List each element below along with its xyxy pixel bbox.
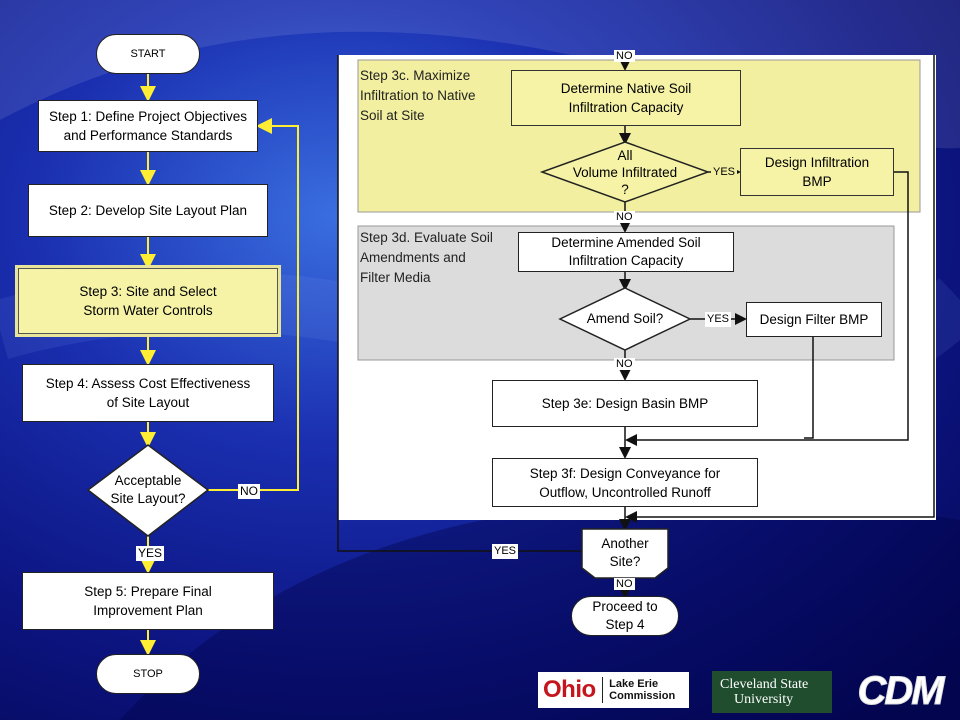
step5-line1: Step 5: Prepare Final: [84, 584, 212, 599]
design-infiltration-box: Design Infiltration BMP: [740, 148, 894, 196]
top-no-label: NO: [614, 50, 635, 62]
step3c-title-line2: Infiltration to Native: [360, 88, 476, 103]
csu-line2: University: [734, 692, 794, 707]
acceptable-layout-text: Acceptable Site Layout?: [88, 462, 208, 518]
step4-line2: of Site Layout: [106, 395, 190, 410]
start-terminal: START: [96, 34, 200, 74]
all-volume-line1: All: [617, 147, 633, 163]
proceed-line1: Proceed to: [592, 599, 658, 614]
design-filter-box: Design Filter BMP: [746, 302, 882, 337]
step3c-title-line3: Soil at Site: [360, 108, 425, 123]
step3c-title-line1: Step 3c. Maximize: [360, 68, 471, 83]
amend-soil-diamond: [558, 287, 692, 351]
yes-filter-label: YES: [705, 312, 732, 327]
determine-native-box: Determine Native Soil Infiltration Capac…: [511, 70, 741, 126]
determine-amended-line2: Infiltration Capacity: [568, 253, 684, 268]
lake-erie-text: Lake Erie Commission: [609, 678, 675, 702]
proceed-terminal: Proceed to Step 4: [571, 596, 679, 636]
step3-line2: Storm Water Controls: [83, 303, 213, 318]
step3f-line1: Step 3f: Design Conveyance for: [529, 465, 721, 481]
all-volume-text: All Volume Infiltrated ?: [555, 144, 695, 200]
cdm-logo: CDM: [846, 666, 954, 716]
determine-amended-line1: Determine Amended Soil: [551, 235, 701, 250]
csu-logo: Cleveland State University: [712, 671, 832, 713]
step3e-box: Step 3e: Design Basin BMP: [492, 380, 758, 427]
no-after-amend-label: NO: [614, 358, 635, 370]
acceptable-layout-diamond: [86, 444, 210, 537]
no-another-site-label: NO: [614, 578, 635, 590]
step1-line1: Step 1: Define Project Objectives: [48, 109, 248, 124]
determine-native-line1: Determine Native Soil: [560, 81, 692, 96]
step4-box: Step 4: Assess Cost Effectiveness of Sit…: [22, 364, 274, 422]
step1-box: Step 1: Define Project Objectives and Pe…: [38, 100, 258, 152]
step3f-line2: Outflow, Uncontrolled Runoff: [539, 484, 711, 500]
step3d-title-line3: Filter Media: [360, 270, 431, 285]
all-volume-diamond: [539, 141, 711, 203]
design-infiltration-line2: BMP: [802, 174, 832, 189]
yes-another-site-label: YES: [492, 544, 519, 559]
lake-erie-line1: Lake Erie: [609, 678, 659, 690]
step4-line1: Step 4: Assess Cost Effectiveness: [45, 376, 251, 391]
csu-line1: Cleveland State: [720, 677, 809, 692]
determine-native-line2: Infiltration Capacity: [568, 100, 684, 115]
step3-line1: Step 3: Site and Select: [79, 284, 217, 299]
cdm-wordmark: CDM: [857, 668, 945, 713]
yes-infiltration-label: YES: [711, 165, 738, 180]
left-no-label: NO: [238, 484, 260, 499]
step3c-title: Step 3c. Maximize Infiltration to Native…: [360, 66, 476, 126]
determine-amended-box: Determine Amended Soil Infiltration Capa…: [518, 232, 734, 272]
decision-line2: Site Layout?: [110, 491, 186, 506]
lake-erie-line2: Commission: [609, 690, 676, 702]
ohio-lake-erie-logo: Ohio Lake Erie Commission: [538, 672, 689, 708]
step3d-title-line1: Step 3d. Evaluate Soil: [360, 230, 493, 245]
decision-line1: Acceptable: [114, 473, 182, 488]
amend-soil-text: Amend Soil?: [586, 311, 664, 326]
design-infiltration-line1: Design Infiltration: [764, 155, 870, 170]
step5-box: Step 5: Prepare Final Improvement Plan: [22, 572, 274, 630]
step1-line2: and Performance Standards: [63, 128, 233, 143]
another-site-line2: Site?: [609, 554, 641, 569]
step3d-title: Step 3d. Evaluate Soil Amendments and Fi…: [360, 228, 493, 288]
ohio-wordmark: Ohio: [543, 676, 596, 703]
no-after-volume-label: NO: [614, 211, 635, 223]
step2-box: Step 2: Develop Site Layout Plan: [28, 184, 268, 237]
step5-line2: Improvement Plan: [93, 603, 203, 618]
another-site-line1: Another: [601, 536, 649, 551]
another-site-shape: [581, 528, 669, 579]
step3d-title-line2: Amendments and: [360, 250, 466, 265]
left-yes-label: YES: [136, 546, 165, 561]
logo-divider: [601, 677, 604, 703]
stop-terminal: STOP: [96, 654, 200, 694]
step3-box: Step 3: Site and Select Storm Water Cont…: [18, 268, 278, 334]
all-volume-line3: ?: [621, 181, 629, 197]
proceed-line2: Step 4: [605, 617, 645, 632]
step3f-box: Step 3f: Design Conveyance for Outflow, …: [492, 458, 758, 507]
another-site-text: Another Site?: [584, 532, 666, 574]
all-volume-line2: Volume Infiltrated: [572, 164, 678, 180]
